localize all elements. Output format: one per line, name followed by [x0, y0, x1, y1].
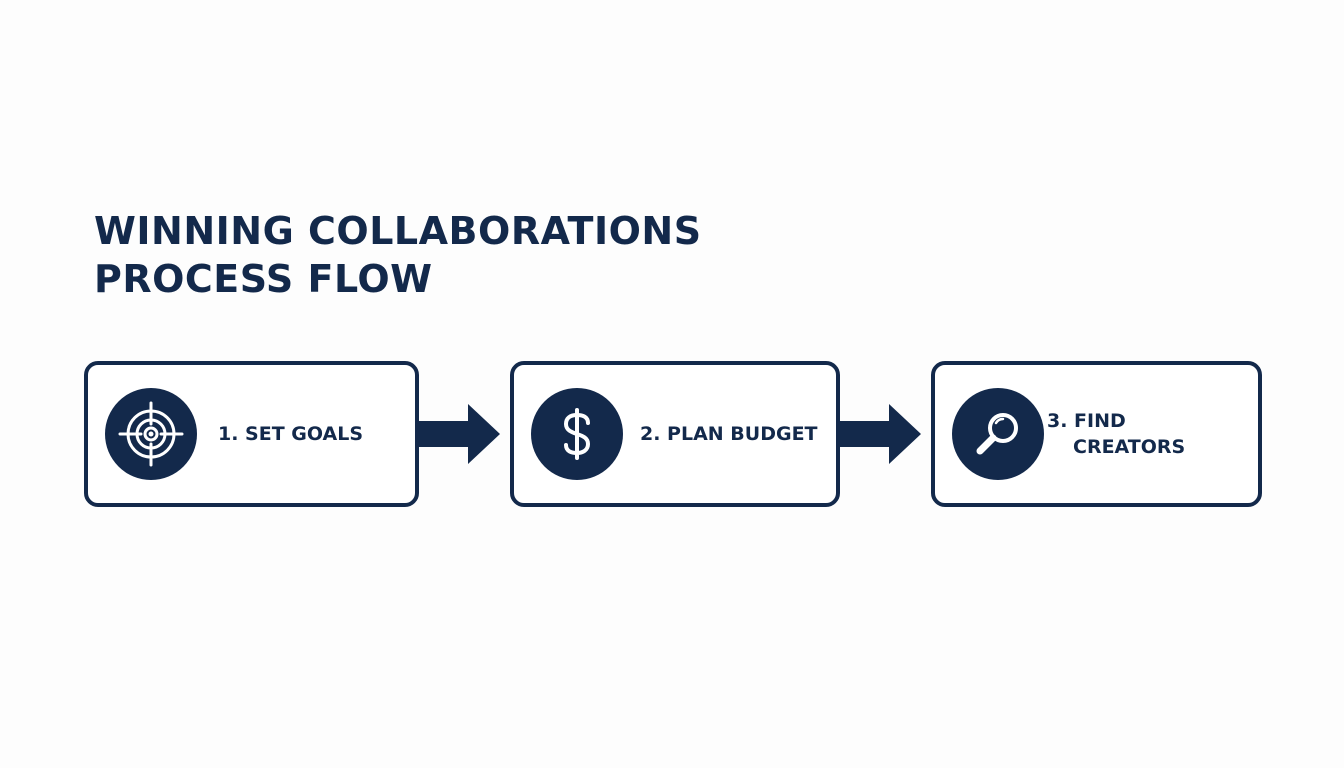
page-title: WINNING COLLABORATIONS PROCESS FLOW	[94, 207, 702, 303]
step-label-line-1: 3. FIND	[1047, 410, 1126, 432]
dollar-icon	[564, 408, 590, 460]
title-line-1: WINNING COLLABORATIONS	[94, 209, 702, 253]
flow-arrow-2	[839, 404, 921, 464]
step-icon-circle	[531, 388, 623, 480]
step-label-find-creators: 3. FIND CREATORS	[1047, 408, 1185, 460]
step-box-find-creators: 3. FIND CREATORS	[931, 361, 1262, 507]
step-label-line-2: CREATORS	[1073, 436, 1186, 458]
step-label-set-goals: 1. SET GOALS	[218, 423, 364, 445]
step-box-plan-budget: 2. PLAN BUDGET	[510, 361, 840, 507]
step-box-set-goals: 1. SET GOALS	[84, 361, 419, 507]
target-icon	[118, 401, 184, 467]
step-icon-circle	[105, 388, 197, 480]
step-icon-circle	[952, 388, 1044, 480]
step-label-plan-budget: 2. PLAN BUDGET	[640, 423, 818, 445]
flow-arrow-1	[418, 404, 500, 464]
title-line-2: PROCESS FLOW	[94, 257, 433, 301]
magnifier-icon	[976, 413, 1018, 455]
